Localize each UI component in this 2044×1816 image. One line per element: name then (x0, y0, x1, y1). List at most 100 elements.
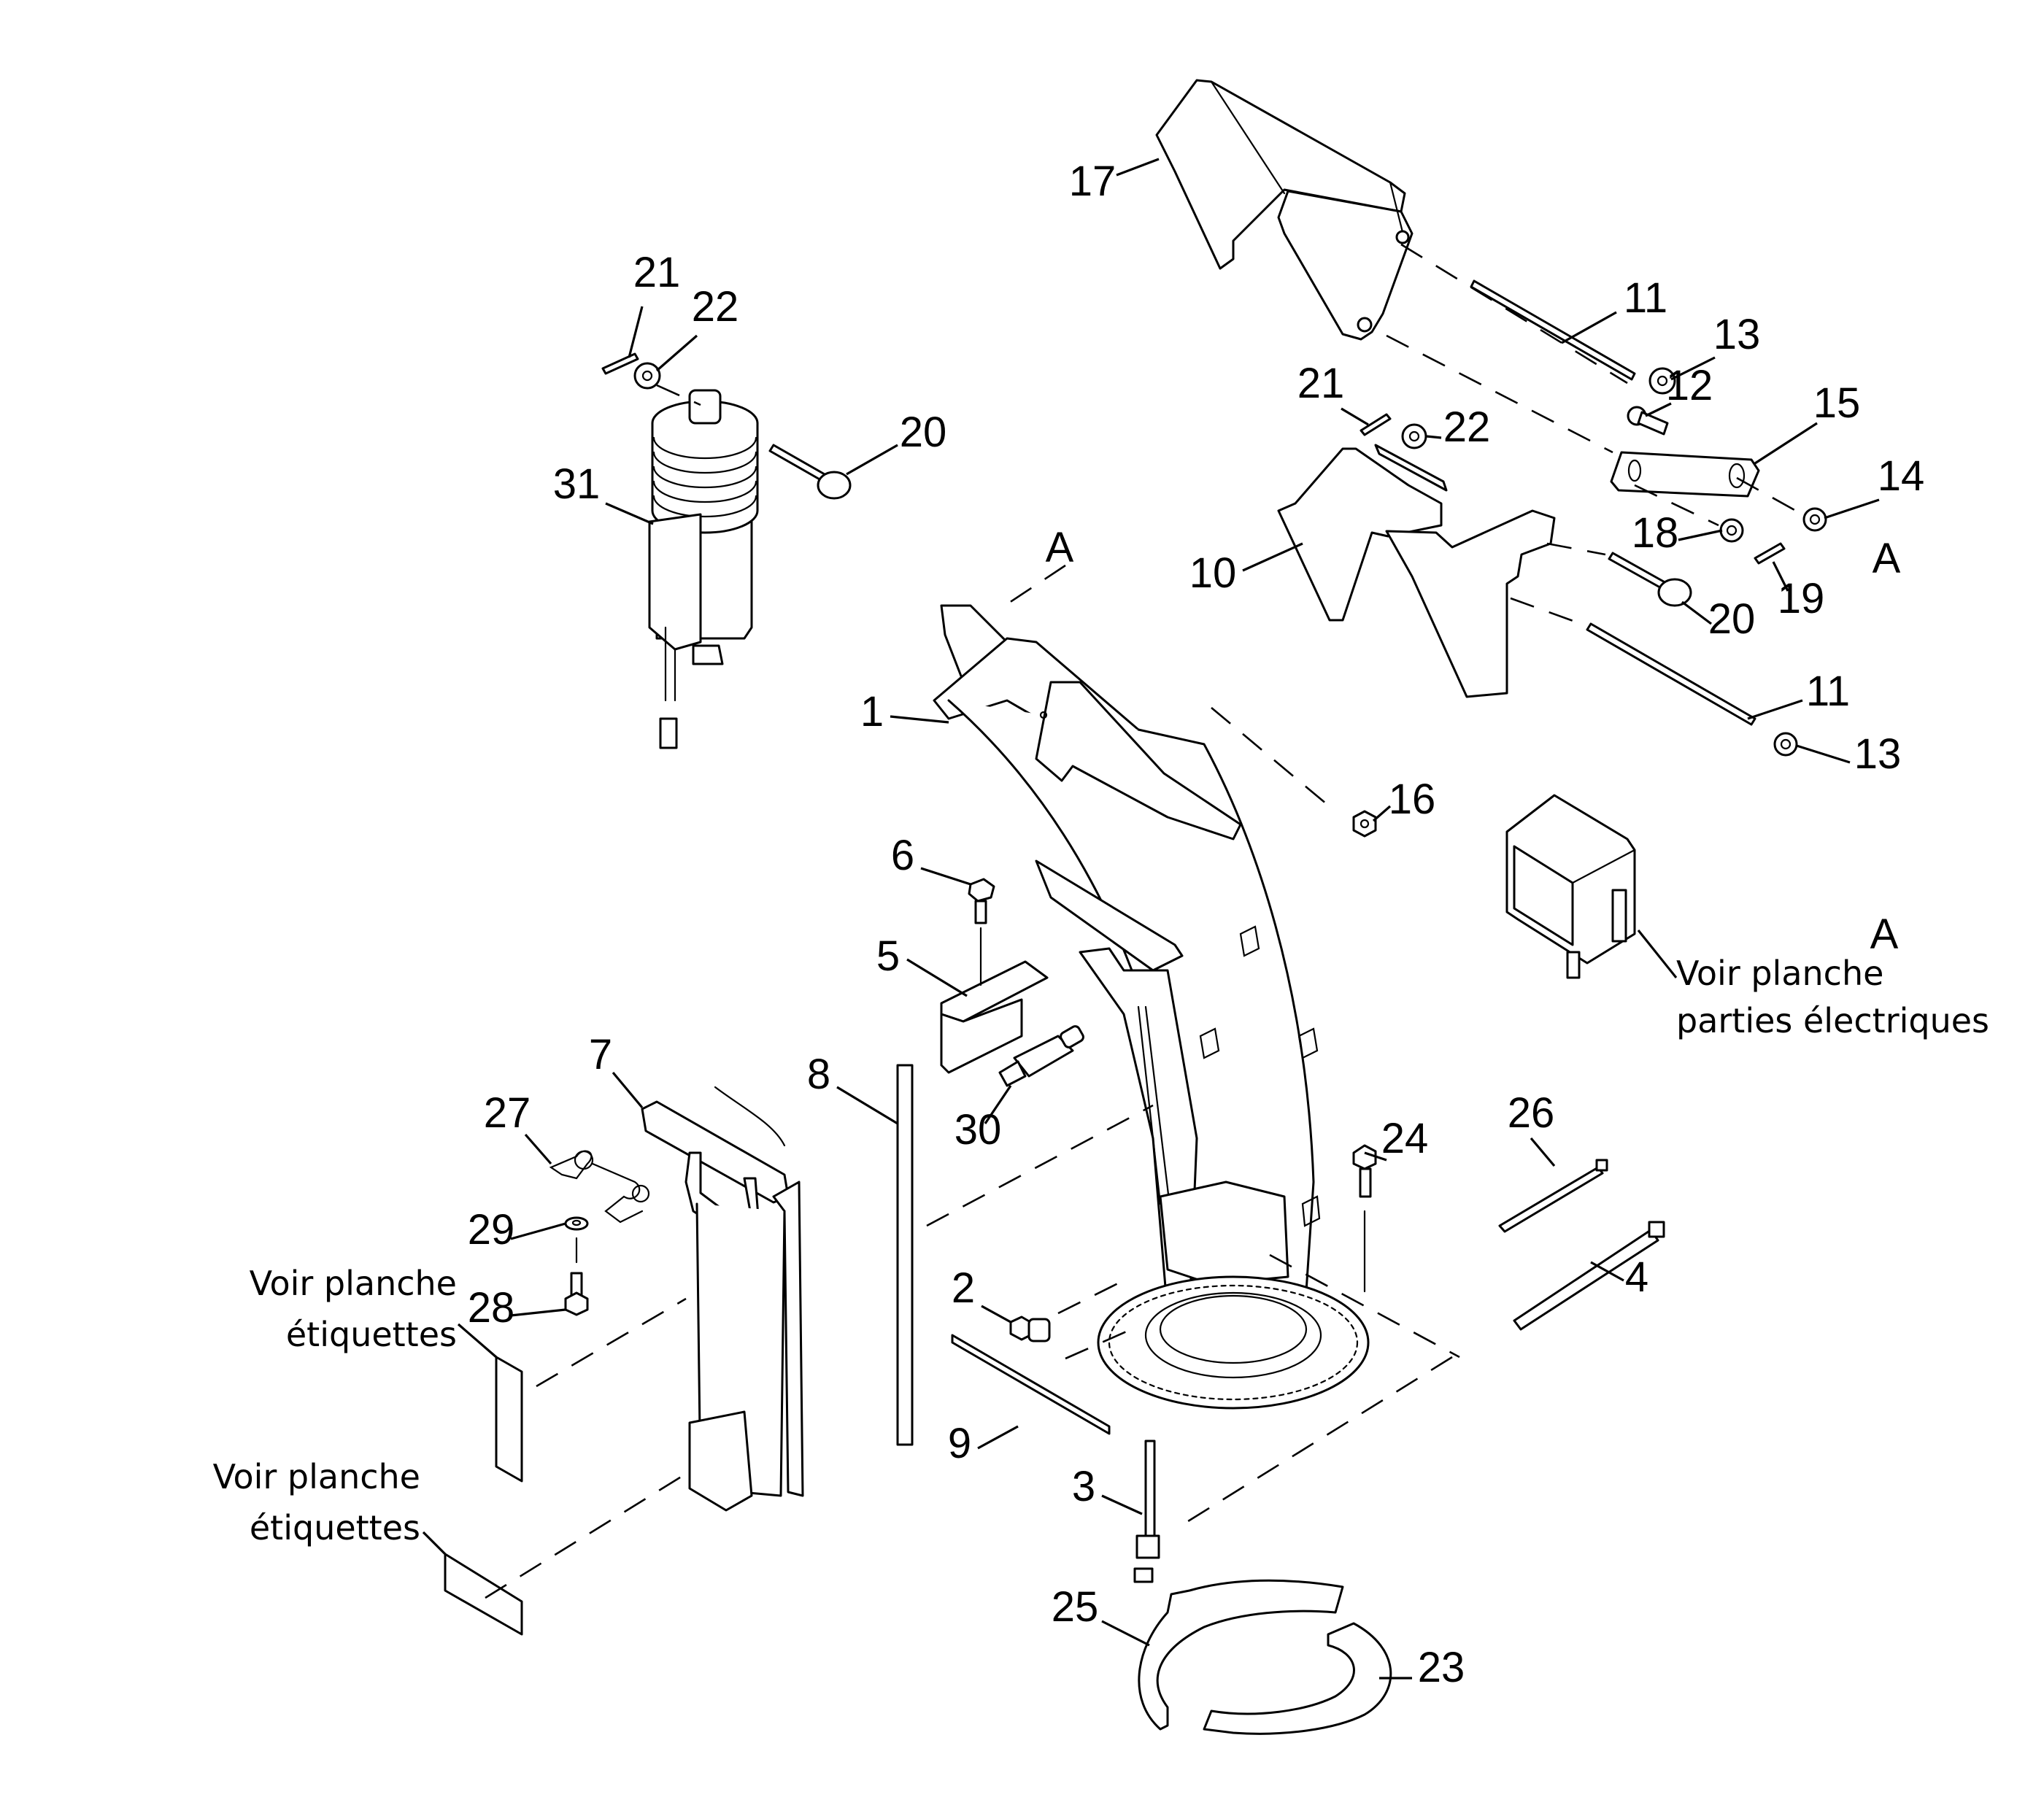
leader-c9 (977, 1425, 1019, 1450)
leader-c16 (1372, 805, 1392, 822)
callout-c21b: 21 (1297, 360, 1345, 407)
cable-tie-head-4 (1648, 1221, 1665, 1238)
handle-part-7 (641, 1086, 804, 1512)
electrical-box (1505, 794, 1636, 979)
rod-part-11-lower (1586, 622, 1756, 726)
note-labels-lower-line1: Voir planche (213, 1457, 420, 1496)
callout-c30: 30 (954, 1106, 1002, 1154)
callout-c6: 6 (891, 832, 914, 879)
callout-c22a: 22 (692, 283, 739, 331)
clip-part-21-right (1360, 413, 1392, 436)
note-electrical-line2: parties électriques (1676, 1001, 1989, 1040)
screw-part-28 (564, 1272, 589, 1316)
clip-part-19 (1754, 542, 1786, 565)
leader-c4 (1590, 1261, 1624, 1282)
leader-c22b (1426, 435, 1442, 439)
actuator-part-31 (648, 389, 759, 749)
cable-tie-head-26 (1595, 1159, 1608, 1172)
callout-c16: 16 (1389, 776, 1436, 823)
cable-tie-part-3 (1133, 1440, 1160, 1583)
chute-body-part-1 (933, 604, 1321, 1322)
callout-c26: 26 (1508, 1089, 1555, 1137)
callout-c13a: 13 (1713, 311, 1761, 358)
leader-c21b (1341, 407, 1369, 426)
callout-c25: 25 (1052, 1583, 1099, 1631)
strip-part-9 (951, 1334, 1111, 1435)
leader-lines (510, 158, 1880, 1680)
leader-c30 (984, 1085, 1012, 1124)
leader-c13b (1796, 744, 1851, 764)
leader-c19 (1772, 561, 1789, 592)
ring-half-part-23 (1203, 1622, 1392, 1735)
callout-c11b: 11 (1806, 668, 1850, 715)
callout-c31: 31 (553, 460, 601, 508)
nut-part-16 (1352, 810, 1377, 838)
pin-part-20-right (1608, 552, 1692, 607)
alignment-lines (485, 243, 1803, 1599)
cable-tie-part-4 (1513, 1229, 1659, 1331)
callout-c12: 12 (1666, 362, 1713, 409)
note-labels-upper-line2: étiquettes (286, 1315, 457, 1354)
leader-c27 (524, 1133, 552, 1165)
bolt-part-6 (968, 878, 995, 924)
link-plate-part-15 (1610, 451, 1760, 498)
leader-c1 (890, 715, 949, 724)
callout-c13b: 13 (1854, 730, 1902, 778)
callout-c7: 7 (589, 1031, 612, 1078)
note-labels-upper-line1: Voir planche (250, 1264, 457, 1303)
spring-part-27 (549, 1150, 650, 1224)
callout-c1: 1 (860, 688, 884, 735)
leader-c20a (846, 444, 898, 476)
leader-c15 (1754, 422, 1818, 465)
leader-c21a (628, 306, 644, 358)
callout-c23: 23 (1418, 1644, 1465, 1691)
callout-c4: 4 (1625, 1253, 1648, 1301)
callout-c20b: 20 (1708, 595, 1756, 643)
washer-part-13-lower (1773, 732, 1798, 757)
leader-c11b (1747, 699, 1803, 720)
washer-part-22-left (633, 362, 661, 390)
leader-c5 (906, 958, 968, 997)
leader-c17 (1116, 158, 1160, 177)
clip-part-21-left (601, 352, 639, 375)
callout-c18: 18 (1632, 509, 1679, 557)
note-labels-lower-leader (422, 1531, 447, 1556)
upper-deflector-part-17 (1155, 79, 1414, 341)
callout-c11a: 11 (1624, 274, 1667, 322)
leader-c7 (612, 1071, 644, 1109)
leader-c20b (1681, 600, 1712, 625)
leader-c29 (510, 1222, 566, 1240)
note-electrical-line1: Voir planche (1676, 954, 1883, 993)
leader-c14 (1824, 498, 1880, 519)
gear-ring (1097, 1275, 1370, 1410)
note-labels-lower: Voir planche étiquettes (213, 1457, 420, 1548)
callout-c2: 2 (952, 1264, 975, 1312)
cable-tie-part-26 (1498, 1166, 1604, 1233)
callout-refA3: A (1870, 911, 1899, 958)
callout-c21a: 21 (633, 249, 681, 296)
bracket-part-5 (940, 960, 1049, 1074)
lower-deflector-part-10 (1277, 444, 1556, 698)
callout-c20a: 20 (900, 409, 947, 456)
callout-c17: 17 (1069, 158, 1117, 205)
callout-c15: 15 (1813, 379, 1861, 427)
leader-c3 (1101, 1494, 1143, 1515)
bolt-part-24 (1352, 1144, 1377, 1198)
leader-c2 (981, 1305, 1011, 1324)
leader-c8 (836, 1086, 898, 1125)
pin-part-20-left (768, 444, 852, 500)
note-labels-upper: Voir planche étiquettes (250, 1264, 457, 1354)
callout-c5: 5 (876, 932, 900, 980)
callout-c19: 19 (1778, 575, 1825, 622)
washer-part-13-upper (1648, 367, 1676, 395)
callout-c28: 28 (468, 1284, 515, 1332)
ring-half-part-25 (1138, 1579, 1344, 1731)
leader-c12 (1645, 402, 1672, 417)
switch-part-30 (998, 1025, 1084, 1087)
washer-part-22-right (1401, 423, 1427, 449)
note-electrical-leader (1637, 930, 1678, 978)
callout-c29: 29 (468, 1206, 515, 1253)
callout-c9: 9 (948, 1420, 971, 1467)
